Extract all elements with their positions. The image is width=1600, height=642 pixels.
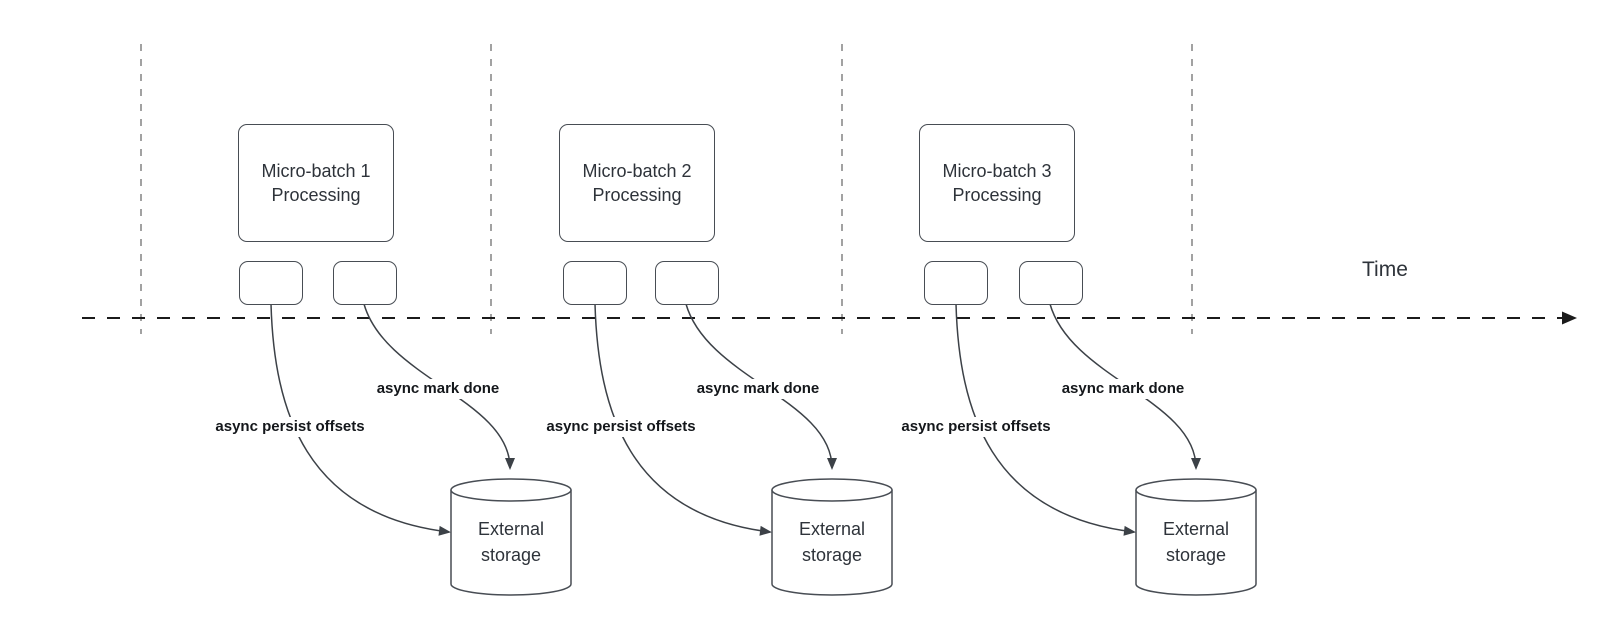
- persist-source-box-2: [563, 261, 627, 305]
- persist-offsets-label: async persist offsets: [543, 417, 699, 437]
- mark-done-label: async mark done: [1058, 379, 1188, 399]
- micro-batch-box-label: Micro-batch 1 Processing: [261, 161, 371, 205]
- persist-offsets-arrow-1: [270, 303, 451, 536]
- storage-label: External storage: [1162, 519, 1230, 565]
- micro-batch-box-3: Micro-batch 3 Processing: [919, 124, 1075, 242]
- external-storage-cylinder-3: [1135, 478, 1257, 596]
- done-source-box-2: [655, 261, 719, 305]
- persist-offsets-label: async persist offsets: [212, 417, 368, 437]
- persist-offsets-arrow-3: [955, 303, 1136, 536]
- external-storage-cylinder-1: [450, 478, 572, 596]
- mark-done-label: async mark done: [373, 379, 503, 399]
- persist-offsets-arrow-2: [594, 303, 772, 536]
- micro-batch-box-2: Micro-batch 2 Processing: [559, 124, 715, 242]
- persist-source-box-3: [924, 261, 988, 305]
- micro-batch-box-label: Micro-batch 2 Processing: [582, 161, 692, 205]
- done-source-box-3: [1019, 261, 1083, 305]
- persist-source-box-1: [239, 261, 303, 305]
- storage-label: External storage: [477, 519, 545, 565]
- done-source-box-1: [333, 261, 397, 305]
- micro-batch-box-1: Micro-batch 1 Processing: [238, 124, 394, 242]
- persist-offsets-label: async persist offsets: [898, 417, 1054, 437]
- external-storage-cylinder-2: [771, 478, 893, 596]
- mark-done-label: async mark done: [693, 379, 823, 399]
- time-axis-label: Time: [1362, 258, 1408, 281]
- micro-batch-box-label: Micro-batch 3 Processing: [942, 161, 1052, 205]
- storage-label: External storage: [798, 519, 866, 565]
